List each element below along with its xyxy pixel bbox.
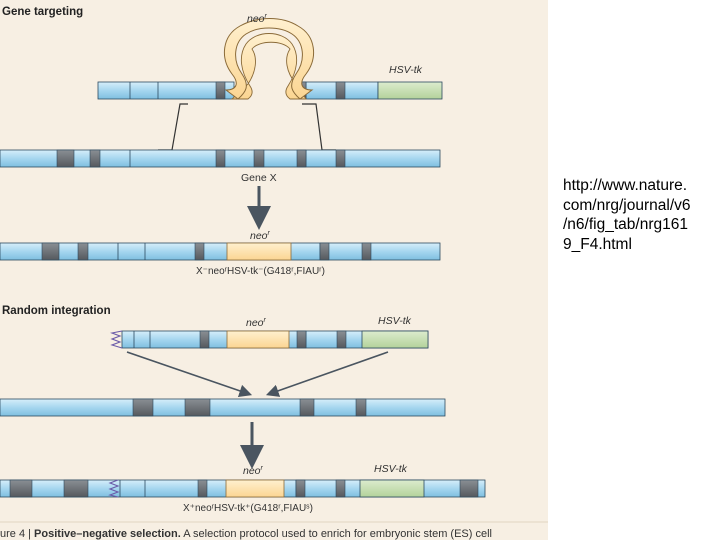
gene-x-label: Gene X (241, 172, 277, 184)
figure-caption: ure 4 | Positive–negative selection. A s… (0, 528, 492, 540)
crossover-right (302, 103, 336, 151)
random-integrant: neor HSV-tk X⁺neoʳHSV-tk⁺(G418ʳ,FIAUˢ) (0, 463, 486, 514)
gene-x-locus: Gene X (0, 149, 441, 184)
section-title-gene-targeting: Gene targeting (2, 6, 83, 18)
crossover-left (158, 103, 188, 151)
targeted-allele: neor X⁻neoʳHSV-tk⁻(G418ʳ,FIAUʳ) (0, 230, 441, 277)
arrow-converge-right (265, 351, 389, 397)
source-url-text: http://www.nature. com/nrg/journal/v6 /n… (563, 176, 719, 254)
neo-label-random-vector: neor (246, 317, 267, 329)
random-vector: neor HSV-tk (110, 315, 429, 349)
neo-label-top: neor (247, 13, 268, 25)
positive-negative-selection-diagram: Gene targeting neor HSV-tk Gene X (0, 6, 548, 540)
targeted-genotype-label: X⁻neoʳHSV-tk⁻(G418ʳ,FIAUʳ) (196, 266, 325, 277)
figure-panel: Gene targeting neor HSV-tk Gene X (0, 0, 548, 540)
section-title-random-integration: Random integration (2, 305, 111, 317)
hsvtk-label-random: HSV-tk (374, 463, 408, 475)
url-line: com/nrg/journal/v6 (563, 196, 691, 214)
hsvtk-label-random-vector: HSV-tk (378, 315, 412, 327)
arrow-converge-left (126, 351, 253, 397)
neo-loop-cassette (230, 33, 307, 100)
hsvtk-cassette (377, 81, 443, 100)
url-line: 9_F4.html (563, 235, 632, 253)
targeting-vector: neor HSV-tk (97, 13, 443, 100)
url-line: /n6/fig_tab/nrg161 (563, 216, 688, 233)
hsvtk-label-top: HSV-tk (389, 64, 423, 76)
neo-label-random: neor (243, 465, 264, 477)
url-line: http://www.nature. (563, 177, 688, 194)
random-genotype-label: X⁺neoʳHSV-tk⁺(G418ʳ,FIAUˢ) (183, 503, 313, 514)
neo-label-targeted: neor (250, 230, 271, 242)
random-integration-locus (0, 398, 446, 417)
